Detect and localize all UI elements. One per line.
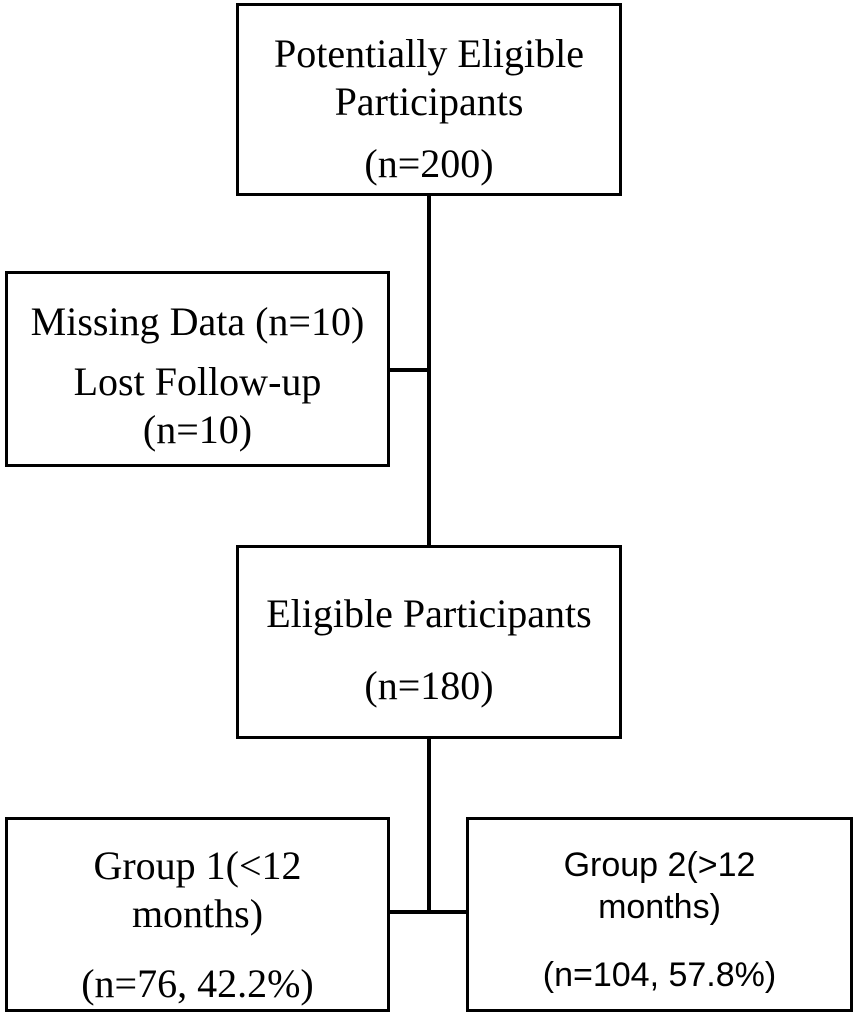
- node-group2-count: (n=104, 57.8%): [542, 956, 777, 994]
- connector-groups-horizontal: [388, 910, 468, 914]
- node-excluded: Missing Data (n=10) Lost Follow-up (n=10…: [5, 271, 390, 467]
- node-eligible-count: (n=180): [364, 663, 494, 708]
- node-group1-line1: Group 1(<12: [93, 843, 302, 888]
- connector-excluded-branch: [388, 368, 431, 372]
- node-excluded-lost-followup: Lost Follow-up: [73, 359, 322, 404]
- node-group1: Group 1(<12 months) (n=76, 42.2%): [5, 817, 390, 1012]
- node-potentially-eligible-line1: Potentially Eligible: [274, 31, 584, 76]
- node-group2: Group 2(>12 months) (n=104, 57.8%): [466, 817, 853, 1012]
- node-eligible: Eligible Participants (n=180): [236, 545, 622, 739]
- node-group1-count: (n=76, 42.2%): [81, 961, 314, 1006]
- connector-eligible-to-groups: [427, 738, 431, 914]
- node-group1-line2: months): [131, 891, 264, 936]
- node-excluded-missing-data: Missing Data (n=10): [30, 299, 365, 344]
- node-group2-line1: Group 2(>12: [563, 846, 756, 884]
- node-potentially-eligible-count: (n=200): [364, 141, 494, 186]
- node-excluded-count: (n=10): [142, 407, 253, 452]
- node-potentially-eligible-line2: Participants: [334, 79, 524, 124]
- node-potentially-eligible: Potentially Eligible Participants (n=200…: [236, 3, 622, 196]
- node-eligible-label: Eligible Participants: [266, 591, 592, 636]
- node-group2-line2: months): [598, 888, 721, 926]
